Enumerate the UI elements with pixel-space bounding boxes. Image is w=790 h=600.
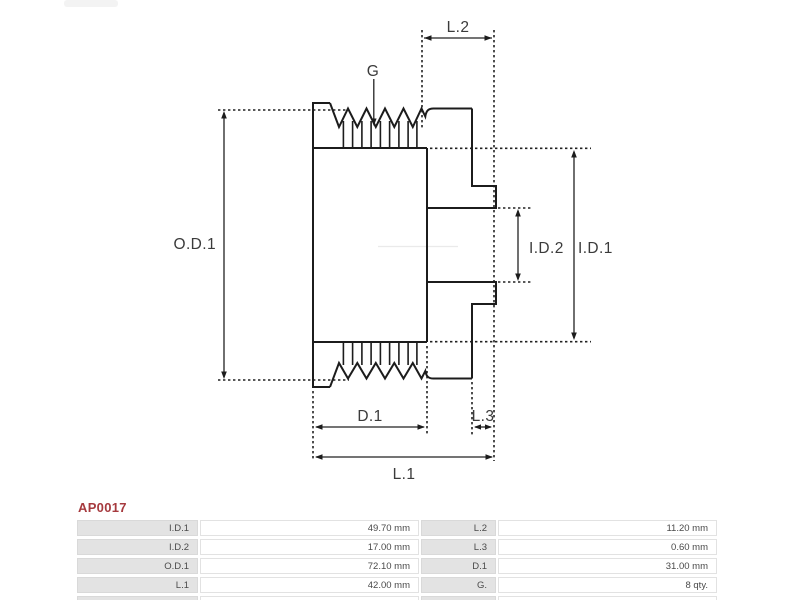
spec-value: 17.00 mm [200,539,419,555]
spec-label-partial [77,596,198,600]
part-number: AP0017 [78,500,127,515]
dim-label-g: G [367,63,379,80]
spec-value: 72.10 mm [200,558,419,574]
dim-label-id1: I.D.1 [578,240,613,257]
spec-value: 42.00 mm [200,577,419,593]
spec-label: I.D.2 [77,539,198,555]
spec-value: 0.60 mm [498,539,717,555]
spec-label: G. [421,577,496,593]
dim-label-od1: O.D.1 [174,236,216,253]
dim-label-l2: L.2 [447,19,470,36]
dimension-id2: I.D.2 [515,209,564,281]
pulley-outline [312,102,497,388]
dimension-g: G [367,63,379,126]
dimension-od1: O.D.1 [174,111,227,379]
spec-label-partial [421,596,496,600]
spec-label: O.D.1 [77,558,198,574]
spec-value-partial [498,596,717,600]
spec-value: 49.70 mm [200,520,419,536]
spec-label: D.1 [421,558,496,574]
dim-label-l1: L.1 [393,466,416,483]
dimension-l2: L.2 [424,19,492,41]
spec-label: L.1 [77,577,198,593]
spec-value: 8 qty. [498,577,717,593]
spec-label: I.D.1 [77,520,198,536]
spec-label: L.2 [421,520,496,536]
spec-table: I.D.1 49.70 mm L.2 11.20 mm I.D.2 17.00 … [77,520,717,600]
dim-label-d1: D.1 [357,408,382,425]
dimension-id1: I.D.1 [571,150,613,340]
dimension-l1: L.1 [315,454,493,483]
dim-label-l3: L.3 [472,408,495,425]
spec-value: 11.20 mm [498,520,717,536]
dimension-d1: D.1 [315,408,425,430]
dim-label-id2: I.D.2 [529,240,564,257]
dimension-l3: L.3 [472,408,495,430]
spec-value-partial [200,596,419,600]
spec-value: 31.00 mm [498,558,717,574]
watermark-logo-fragment [64,0,118,7]
extension-lines [218,30,591,461]
spec-label: L.3 [421,539,496,555]
